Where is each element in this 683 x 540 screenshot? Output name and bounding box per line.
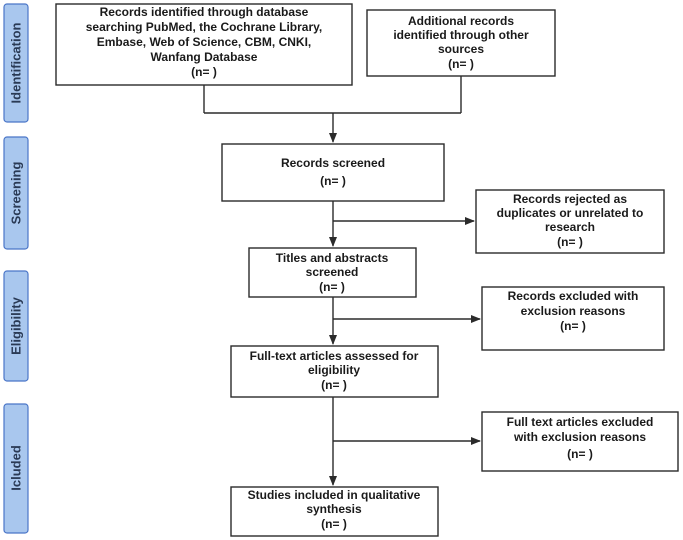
box-records-rejected-line-3: research xyxy=(545,220,595,234)
box-records-rejected-frame xyxy=(475,189,665,254)
box-studies-included-line-2: synthesis xyxy=(306,502,362,516)
stage-included-tab xyxy=(3,403,29,534)
box-fulltext-assessed-line-1: Full-text articles assessed for xyxy=(250,349,419,363)
box-fulltext-excluded-frame xyxy=(481,411,679,472)
stage-identification-tab xyxy=(3,3,29,123)
connectors xyxy=(203,76,481,486)
box-records-screened-line-1: Records screened xyxy=(281,156,385,170)
box-database-records-line-2: searching PubMed, the Cochrane Library, xyxy=(86,20,323,34)
box-fulltext-assessed-frame xyxy=(230,345,439,398)
stage-identification: Identification xyxy=(3,3,29,123)
stage-included-label: Icluded xyxy=(9,445,24,491)
box-fulltext-assessed-count: (n= ) xyxy=(321,378,347,392)
stage-screening-tab xyxy=(3,136,29,250)
stage-screening-label: Screening xyxy=(9,162,24,225)
box-database-records-line-1: Records identified through database xyxy=(100,5,309,19)
box-database-records: Records identified through database sear… xyxy=(55,3,353,86)
box-records-excluded-frame xyxy=(481,286,665,351)
stage-identification-label: Identification xyxy=(9,22,24,103)
box-other-sources: Additional records identified through ot… xyxy=(366,9,556,77)
box-other-sources-line-1: Additional records xyxy=(408,14,514,28)
box-other-sources-line-2: identified through other xyxy=(393,28,529,42)
box-records-rejected: Records rejected as duplicates or unrela… xyxy=(475,189,665,254)
stage-eligibility-label: Eligibility xyxy=(9,296,24,355)
stage-eligibility-tab xyxy=(3,270,29,382)
box-records-excluded-count: (n= ) xyxy=(560,319,586,333)
box-other-sources-line-3: sources xyxy=(438,42,484,56)
box-fulltext-assessed: Full-text articles assessed for eligibil… xyxy=(230,345,439,398)
box-records-excluded-line-1: Records excluded with xyxy=(508,289,639,303)
box-records-rejected-count: (n= ) xyxy=(557,235,583,249)
box-records-excluded: Records excluded with exclusion reasons … xyxy=(481,286,665,351)
stage-eligibility: Eligibility xyxy=(3,270,29,382)
box-other-sources-count: (n= ) xyxy=(448,57,474,71)
box-titles-abstracts-count: (n= ) xyxy=(319,280,345,294)
box-fulltext-excluded-line-1: Full text articles excluded xyxy=(507,415,654,429)
box-database-records-line-4: Wanfang Database xyxy=(151,50,258,64)
box-records-screened-count: (n= ) xyxy=(320,174,346,188)
box-records-screened: Records screened (n= ) xyxy=(221,143,445,202)
box-records-screened-frame xyxy=(221,143,445,202)
box-fulltext-assessed-line-2: eligibility xyxy=(308,363,360,377)
box-records-rejected-line-2: duplicates or unrelated to xyxy=(497,206,644,220)
box-fulltext-excluded: Full text articles excluded with exclusi… xyxy=(481,411,679,472)
box-studies-included-count: (n= ) xyxy=(321,517,347,531)
box-titles-abstracts: Titles and abstracts screened (n= ) xyxy=(248,247,417,298)
box-titles-abstracts-line-2: screened xyxy=(306,265,359,279)
box-records-excluded-line-2: exclusion reasons xyxy=(521,304,626,318)
box-database-records-frame xyxy=(55,3,353,86)
box-records-rejected-line-1: Records rejected as xyxy=(513,192,627,206)
box-database-records-line-3: Embase, Web of Science, CBM, CNKI, xyxy=(97,35,312,49)
box-titles-abstracts-frame xyxy=(248,247,417,298)
box-other-sources-frame xyxy=(366,9,556,77)
box-database-records-count: (n= ) xyxy=(191,65,217,79)
box-fulltext-excluded-count: (n= ) xyxy=(567,447,593,461)
box-studies-included: Studies included in qualitative synthesi… xyxy=(230,486,439,537)
box-titles-abstracts-line-1: Titles and abstracts xyxy=(276,251,389,265)
box-studies-included-frame xyxy=(230,486,439,537)
stage-screening: Screening xyxy=(3,136,29,250)
box-fulltext-excluded-line-2: with exclusion reasons xyxy=(513,430,646,444)
box-studies-included-line-1: Studies included in qualitative xyxy=(248,488,421,502)
stage-included: Icluded xyxy=(3,403,29,534)
